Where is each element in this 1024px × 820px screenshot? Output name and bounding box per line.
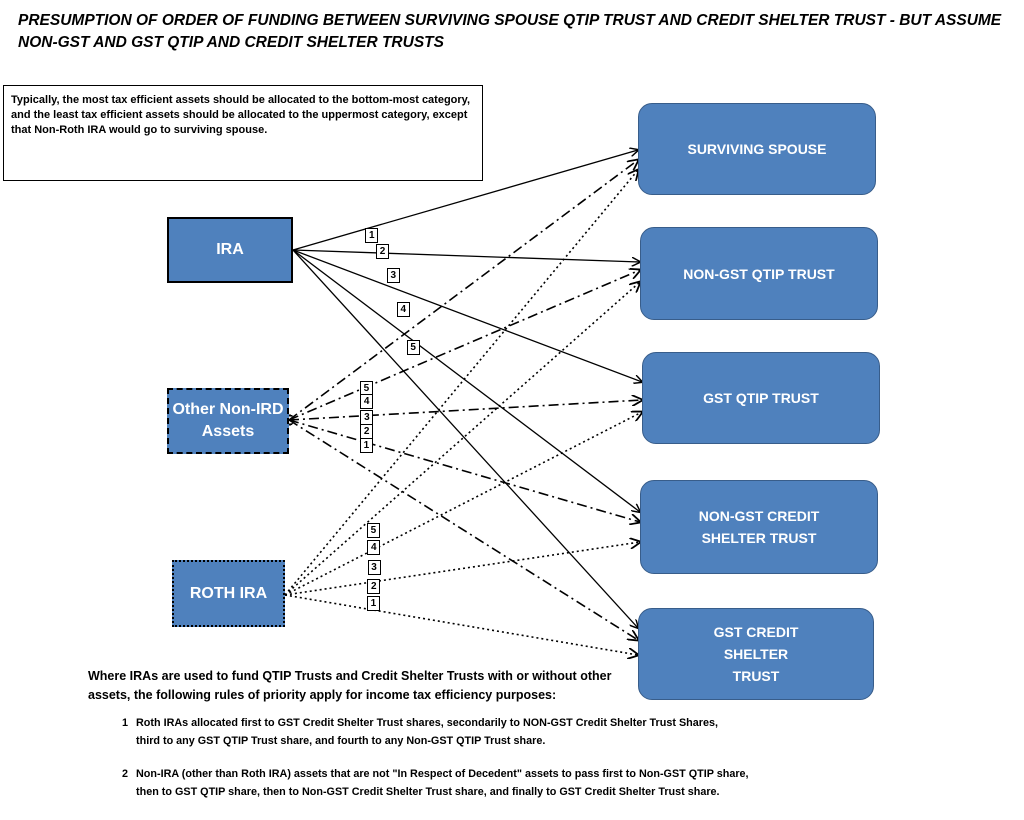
edge-other-to-nongst_qtip [289,270,640,420]
non-gst-credit-shelter-trust-node: NON-GST CREDIT SHELTER TRUST [640,480,878,574]
priority-tag-other-nongst_cs: 2 [360,424,374,440]
edge-roth-to-spouse [284,170,638,596]
rule-1-line-1: Roth IRAs allocated first to GST Credit … [136,717,718,729]
edge-ira-to-spouse [292,150,638,251]
rule-2-number: 2 [122,768,129,780]
priority-tag-roth-gst_qtip: 3 [367,559,381,575]
surviving-spouse-node: SURVIVING SPOUSE [638,103,876,195]
edge-other-to-gst_qtip [289,400,642,420]
priority-tag-other-nongst_qtip: 4 [360,394,374,409]
priority-tag-roth-gst_cs: 1 [366,596,380,611]
rule-2-line-2: then to GST QTIP share, then to Non-GST … [136,786,720,798]
gst-qtip-trust-node: GST QTIP TRUST [642,352,880,444]
edge-roth-to-gst_qtip [284,412,642,596]
priority-tag-ira-gst_qtip: 3 [386,268,400,284]
ira-node: IRA [167,217,293,283]
rule-1-number: 1 [122,717,129,729]
edge-roth-to-nongst_cs [284,542,640,596]
priority-tag-ira-nongst_qtip: 2 [375,244,389,260]
edge-other-to-nongst_cs [289,420,640,522]
rule-2-line-1: Non-IRA (other than Roth IRA) assets tha… [136,768,749,780]
edge-ira-to-nongst_qtip [292,249,640,262]
rule-1-line-2: third to any GST QTIP Trust share, and f… [136,735,546,747]
edge-ira-to-gst_qtip [292,249,642,382]
rule-2: 2 Non-IRA (other than Roth IRA) assets th… [122,765,802,801]
priority-tag-ira-spouse: 1 [365,228,379,243]
edge-roth-to-nongst_qtip [284,282,640,596]
priority-tag-other-gst_qtip: 3 [360,409,374,425]
non-gst-qtip-trust-node: NON-GST QTIP TRUST [640,227,878,320]
priority-tag-ira-nongst_cs: 4 [396,302,410,318]
gst-credit-shelter-trust-node: GST CREDIT SHELTER TRUST [638,608,874,700]
rule-1: 1 Roth IRAs allocated first to GST Credit… [122,714,782,750]
priority-tag-roth-spouse: 5 [366,523,380,539]
roth-ira-node: ROTH IRA [172,560,285,627]
other-non-ird-assets-node: Other Non-IRD Assets [167,388,289,454]
edge-roth-to-gst_cs [284,594,638,655]
edge-ira-to-gst_cs [292,249,638,628]
rules-intro: Where IRAs are used to fund QTIP Trusts … [88,669,612,702]
edge-ira-to-nongst_cs [292,249,640,512]
allocation-note: Typically, the most tax efficient assets… [3,85,483,181]
priority-tag-roth-nongst_cs: 2 [367,579,381,595]
priority-tag-other-gst_cs: 1 [359,438,373,454]
page-title: PRESUMPTION OF ORDER OF FUNDING BETWEEN … [18,12,1002,51]
priority-tag-roth-nongst_qtip: 4 [367,540,381,556]
priority-tag-ira-gst_cs: 5 [406,340,420,356]
edge-other-to-spouse [289,160,638,420]
edge-other-to-gst_cs [289,420,638,640]
